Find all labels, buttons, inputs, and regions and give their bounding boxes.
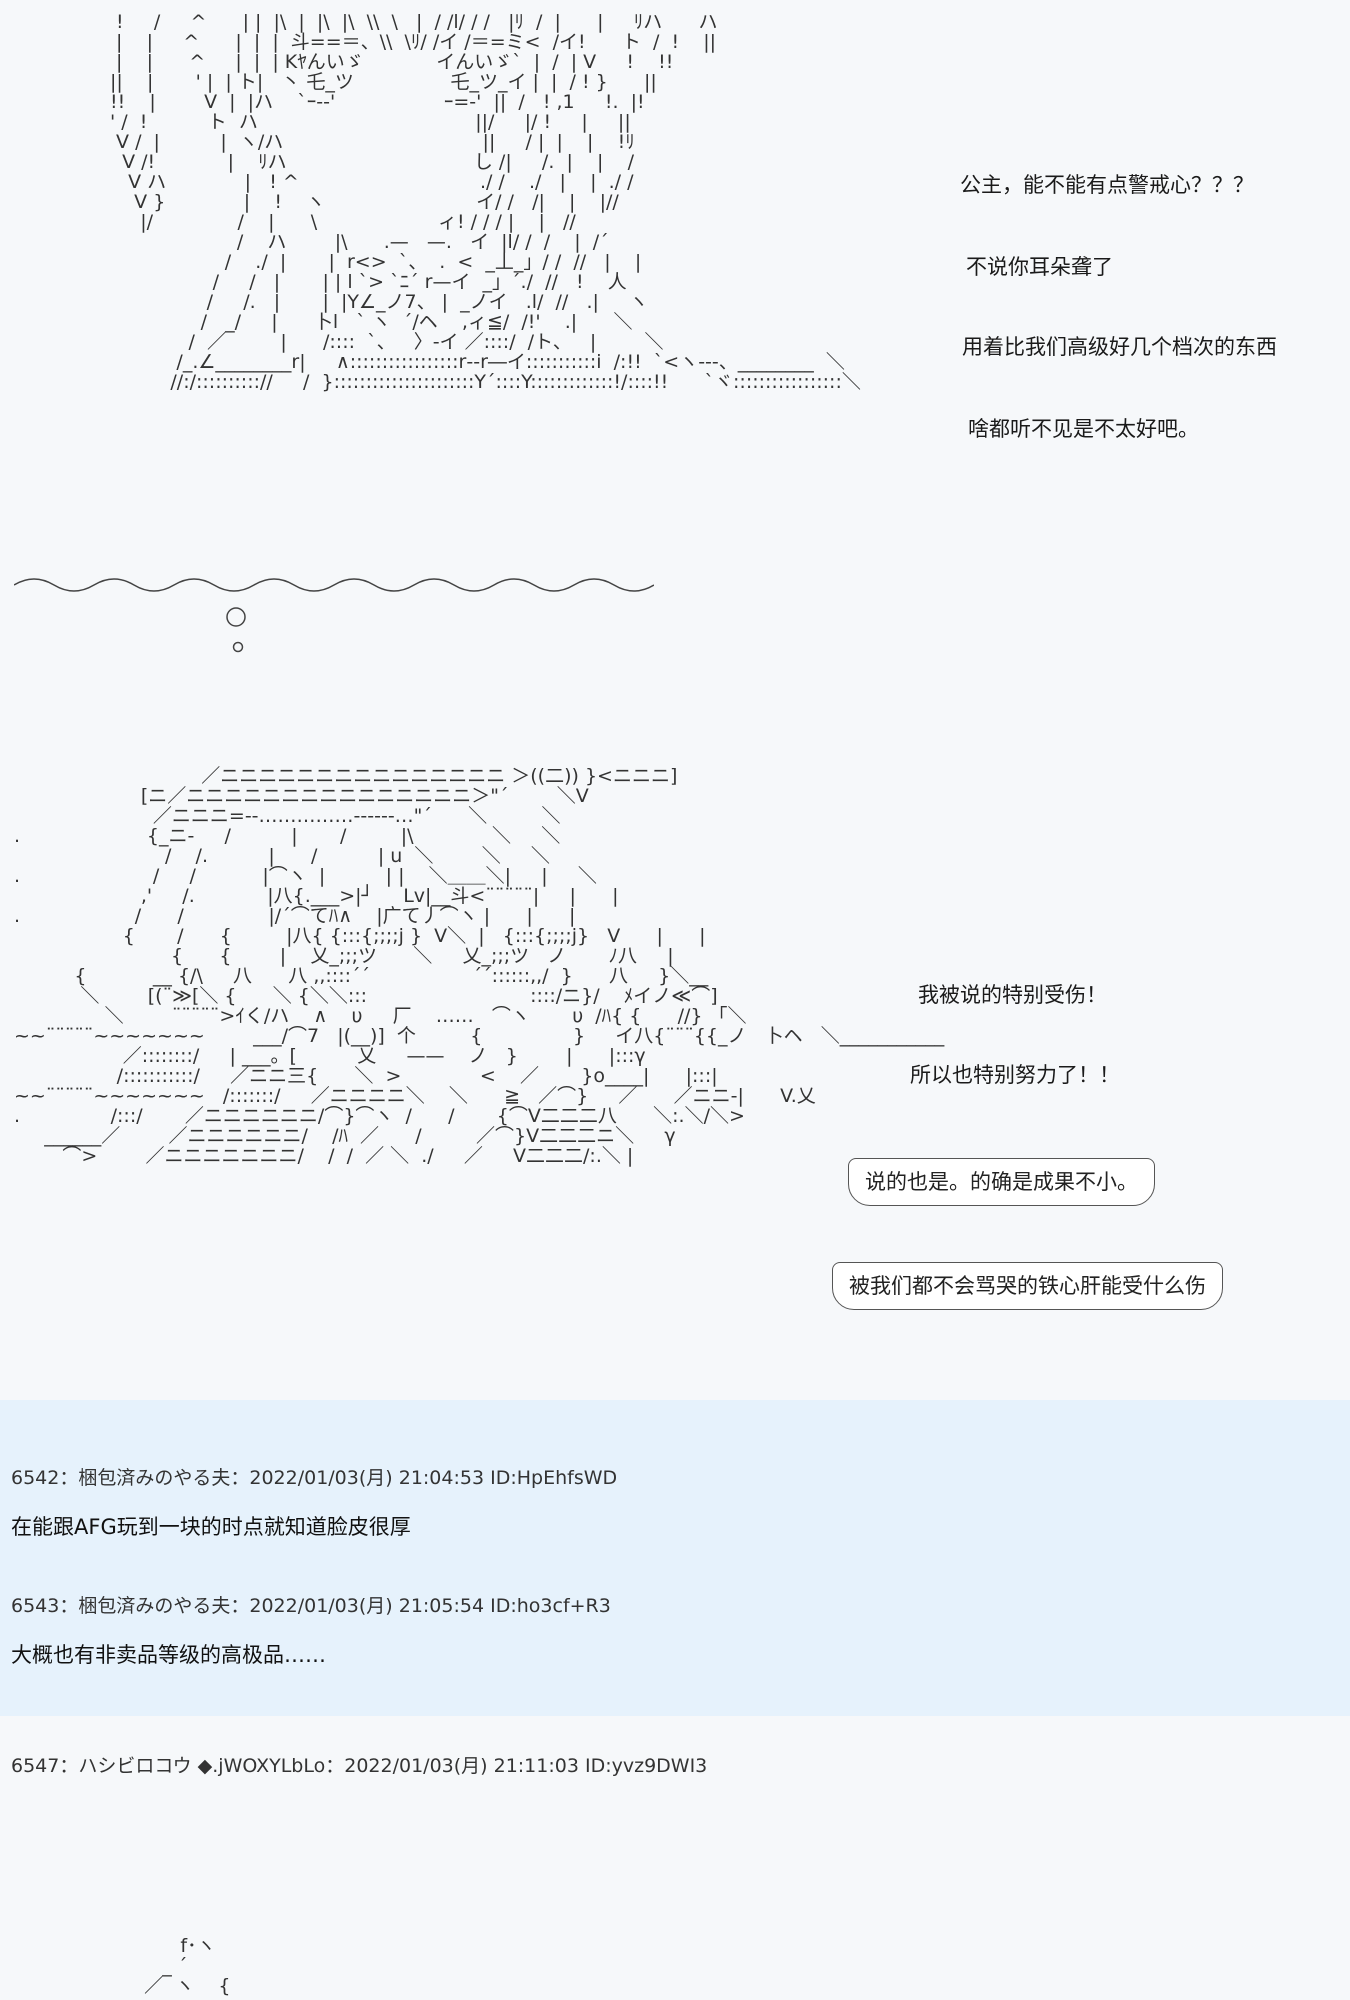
dialogue-line: 所以也特别努力了！！ bbox=[910, 1063, 1120, 1087]
post-header: 6542：梱包済みのやる夫：2022/01/03(月) 21:04:53 ID:… bbox=[11, 1467, 618, 1489]
post-body: 在能跟AFG玩到一块的时点就知道脸皮很厚 bbox=[11, 1515, 411, 1539]
dialogue-line: 啥都听不见是不太好吧。 bbox=[968, 417, 1199, 441]
ascii-art-figure: ! / ^ | | |\ | |\ |\ \\ \ | / /l/ / / |ﾘ… bbox=[110, 11, 861, 393]
speech-bubble: 被我们都不会骂哭的铁心肝能受什么伤 bbox=[832, 1262, 1223, 1310]
post: 6547：ハシビロコウ ◆.jWOXYLbLo：2022/01/03(月) 21… bbox=[11, 1754, 707, 1778]
dialogue-line: 我被说的特别受伤！ bbox=[918, 983, 1107, 1007]
post-header: 6543：梱包済みのやる夫：2022/01/03(月) 21:05:54 ID:… bbox=[11, 1595, 611, 1617]
post-header: 6547：ハシビロコウ ◆.jWOXYLbLo：2022/01/03(月) 21… bbox=[11, 1755, 708, 1777]
thought-wave-divider bbox=[14, 578, 654, 653]
dialogue-line: 公主，能不能有点警戒心？？？ bbox=[960, 173, 1254, 197]
ascii-art-panel-top: ! / ^ | | |\ | |\ |\ \\ \ | / /l/ / / |ﾘ… bbox=[14, 0, 1336, 700]
speech-bubble: 说的也是。的确是成果不小。 bbox=[848, 1158, 1155, 1206]
ascii-art-panel-middle: ／ニニニニニニニニニニニニニニニ ＞((二)) }<ニニニ] [ニ／ニニニニニニ… bbox=[14, 740, 1336, 1400]
reply-band: 6542：梱包済みのやる夫：2022/01/03(月) 21:04:53 ID:… bbox=[0, 1400, 1350, 1716]
post-body: 大概也有非卖品等级的高极品…… bbox=[11, 1643, 326, 1667]
dialogue-line: 用着比我们高级好几个档次的东西 bbox=[962, 335, 1277, 359]
post: 6543：梱包済みのやる夫：2022/01/03(月) 21:05:54 ID:… bbox=[11, 1594, 611, 1668]
post: 6542：梱包済みのやる夫：2022/01/03(月) 21:04:53 ID:… bbox=[11, 1466, 617, 1540]
dialogue-line: 不说你耳朵聋了 bbox=[966, 255, 1113, 279]
ascii-art-fragment: f･ヽ _ ´ ／ ヽ { bbox=[144, 1935, 231, 1997]
ascii-art-figure: ／ニニニニニニニニニニニニニニニ ＞((二)) }<ニニニ] [ニ／ニニニニニニ… bbox=[14, 765, 945, 1167]
